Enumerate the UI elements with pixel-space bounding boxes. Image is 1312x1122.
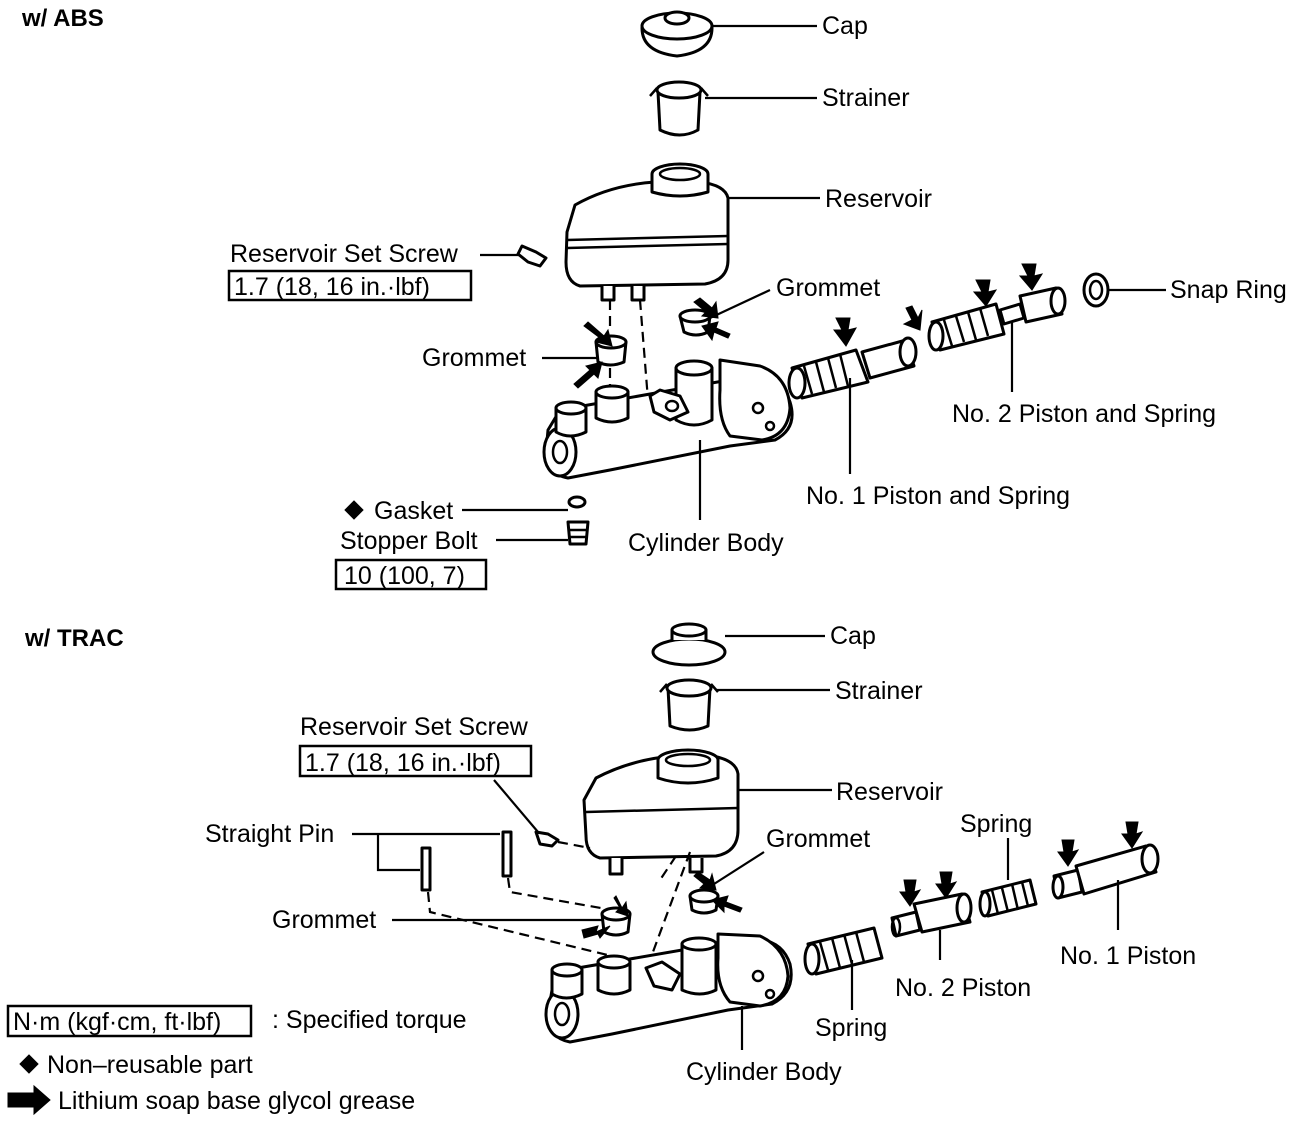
trac-cylinder-body — [544, 932, 793, 1044]
trac-straight-pin-left — [420, 846, 432, 892]
trac-grease-arrow-6 — [935, 871, 958, 899]
abs-no2-piston-spring — [927, 286, 1067, 352]
trac-cap — [651, 622, 727, 667]
abs-strainer — [649, 80, 709, 137]
legend-torque-box — [6, 1004, 253, 1038]
legend-diamond-icon — [19, 1054, 39, 1074]
trac-spring-top-label: Spring — [960, 810, 1032, 838]
abs-grease-arrow-8 — [1018, 263, 1044, 291]
trac-spring-bottom — [803, 926, 884, 976]
trac-grommet-left-label: Grommet — [272, 906, 376, 934]
trac-no2-piston — [890, 892, 973, 938]
trac-strainer — [659, 678, 719, 732]
trac-spring-top — [978, 878, 1038, 918]
legend-grease: Lithium soap base glycol grease — [58, 1087, 415, 1115]
trac-grommet-right — [688, 888, 720, 915]
abs-stopper-bolt-torque-box — [334, 558, 488, 591]
abs-grease-arrow-5 — [833, 317, 857, 347]
abs-reservoir-set-screw — [516, 244, 548, 268]
abs-grease-arrow-2 — [573, 361, 603, 389]
abs-gasket-label: Gasket — [374, 497, 453, 525]
abs-cap-label: Cap — [822, 12, 868, 40]
trac-set-screw-torque-box — [298, 744, 533, 778]
trac-grease-arrow-5 — [899, 879, 922, 907]
trac-cap-label: Cap — [830, 622, 876, 650]
legend-torque-unit: N·m (kgf·cm, ft·lbf) — [13, 1008, 221, 1036]
trac-grease-arrow-3 — [693, 871, 717, 891]
legend-torque-desc: : Specified torque — [272, 1006, 467, 1034]
trac-grease-arrow-1 — [581, 925, 611, 939]
abs-snap-ring — [1082, 272, 1110, 308]
abs-stopper-bolt-label: Stopper Bolt — [340, 527, 478, 555]
abs-grease-arrow-7 — [972, 279, 998, 307]
abs-cylinder-body-label: Cylinder Body — [628, 529, 784, 557]
abs-reservoir — [564, 162, 730, 302]
abs-no1-piston-spring — [787, 336, 918, 400]
abs-gasket — [567, 495, 587, 509]
trac-straight-pin-right — [501, 830, 513, 878]
abs-grease-arrow-6 — [902, 305, 923, 331]
abs-grommet-left-label: Grommet — [422, 344, 526, 372]
abs-strainer-label: Strainer — [822, 84, 910, 112]
abs-reservoir-set-screw-label: Reservoir Set Screw — [230, 240, 459, 268]
abs-snap-ring-label: Snap Ring — [1170, 276, 1287, 304]
abs-grease-arrow-3 — [693, 297, 719, 319]
abs-reservoir-label: Reservoir — [825, 185, 932, 213]
trac-heading: w/ TRAC — [24, 625, 124, 652]
legend-grease-arrow-icon — [7, 1084, 51, 1116]
abs-heading: w/ ABS — [21, 5, 104, 32]
trac-grommet-right-label: Grommet — [766, 825, 870, 853]
trac-grease-arrow-7 — [1057, 839, 1080, 867]
trac-reservoir-set-screw — [534, 830, 560, 848]
trac-strainer-label: Strainer — [835, 677, 923, 705]
abs-no1-piston-spring-label: No. 1 Piston and Spring — [806, 482, 1070, 510]
abs-stopper-bolt — [566, 520, 590, 546]
trac-straight-pin-label: Straight Pin — [205, 820, 334, 848]
abs-gasket-diamond — [344, 500, 364, 520]
trac-no1-piston-label: No. 1 Piston — [1060, 942, 1196, 970]
abs-grommet-right-label: Grommet — [776, 274, 880, 302]
abs-grease-arrow-4 — [701, 321, 731, 342]
trac-reservoir-label: Reservoir — [836, 778, 943, 806]
abs-set-screw-torque-box — [227, 269, 473, 302]
abs-grease-arrow-1 — [583, 321, 613, 347]
abs-stopper-bolt-torque: 10 (100, 7) — [344, 562, 465, 590]
trac-set-screw-torque: 1.7 (18, 16 in.·lbf) — [305, 749, 501, 777]
legend-non-reusable: Non–reusable part — [47, 1051, 253, 1079]
trac-grease-arrow-8 — [1121, 821, 1144, 849]
abs-cylinder-body — [542, 358, 794, 480]
abs-cap — [640, 10, 714, 58]
abs-no2-piston-spring-label: No. 2 Piston and Spring — [952, 400, 1216, 428]
trac-reservoir — [582, 748, 740, 876]
trac-grease-arrow-2 — [613, 895, 629, 917]
trac-reservoir-set-screw-label: Reservoir Set Screw — [300, 713, 529, 741]
trac-grease-arrow-4 — [711, 895, 743, 914]
abs-set-screw-torque: 1.7 (18, 16 in.·lbf) — [234, 273, 430, 301]
trac-no1-piston — [1051, 843, 1160, 900]
trac-spring-bottom-label: Spring — [815, 1014, 887, 1042]
trac-cylinder-body-label: Cylinder Body — [686, 1058, 842, 1086]
trac-no2-piston-label: No. 2 Piston — [895, 974, 1031, 1002]
